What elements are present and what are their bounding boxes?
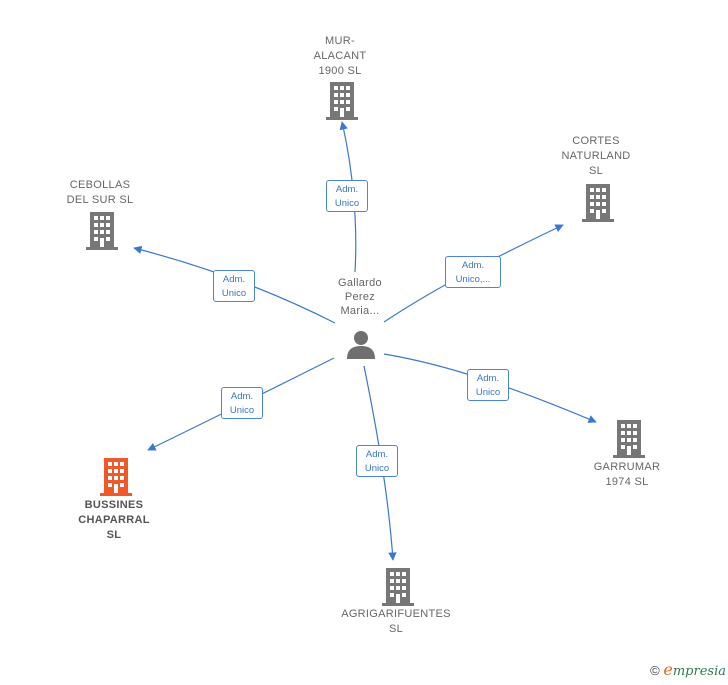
company-name-mur[interactable]: MUR- ALACANT 1900 SL	[313, 35, 367, 77]
company-name-bussines[interactable]: BUSSINES CHAPARRAL SL	[78, 499, 150, 541]
company-name-cortes[interactable]: CORTES NATURLAND SL	[561, 135, 631, 177]
copyright-icon: ©	[650, 663, 660, 678]
edge-label-garrumar[interactable]: Adm. Unico	[467, 369, 509, 401]
edge-label-mur[interactable]: Adm. Unico	[326, 180, 368, 212]
company-name-cebollas[interactable]: CEBOLLAS DEL SUR SL	[66, 179, 134, 206]
center-person-name[interactable]: Gallardo Perez Maria...	[338, 277, 382, 317]
company-name-garrumar[interactable]: GARRUMAR 1974 SL	[593, 461, 661, 488]
brand-logo: empresia	[663, 660, 726, 679]
building-icon[interactable]	[86, 212, 118, 250]
building-icon[interactable]	[326, 82, 358, 120]
person-icon[interactable]	[346, 330, 376, 360]
edge-label-cebollas[interactable]: Adm. Unico	[213, 270, 255, 302]
building-icon[interactable]	[582, 184, 614, 222]
building-icon[interactable]	[613, 420, 645, 458]
company-name-agrigarifuentes[interactable]: AGRIGARIFUENTES SL	[341, 608, 451, 635]
building-icon-highlight[interactable]	[100, 458, 132, 496]
building-icon[interactable]	[382, 568, 414, 606]
edge-label-bussines[interactable]: Adm. Unico	[221, 387, 263, 419]
edge-label-cortes[interactable]: Adm. Unico,...	[445, 256, 501, 288]
footer-brand: © empresia	[650, 660, 726, 679]
edge-label-agrigarifuentes[interactable]: Adm. Unico	[356, 445, 398, 477]
